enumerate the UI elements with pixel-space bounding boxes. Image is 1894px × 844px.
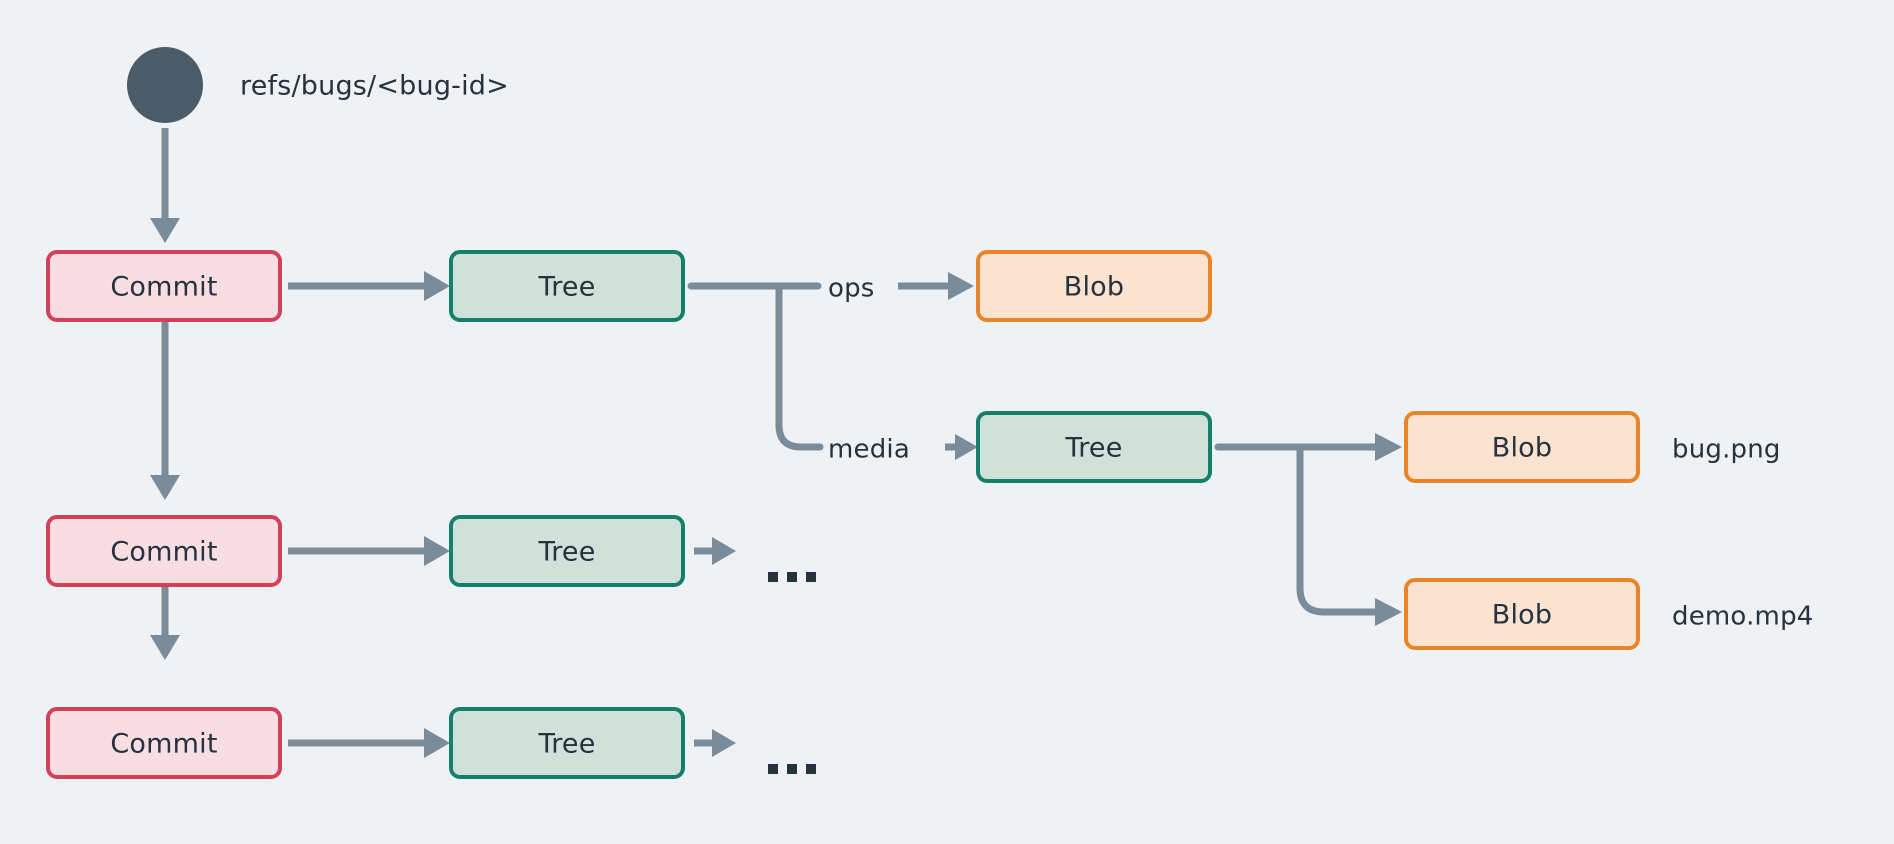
node-tree-root-1[interactable] [449,250,685,322]
arrowhead-commit2-to-commit3 [150,635,180,660]
ellipsis-row-3 [768,764,816,774]
arrowhead-treemedia-to-blob-bug [1375,433,1402,461]
ref-label: refs/bugs/<bug-id> [240,71,509,102]
node-tree-root-3[interactable] [449,707,685,779]
arrowhead-ops-to-blob [948,272,974,300]
arrowhead-commit2-to-tree2 [424,536,450,566]
arrowhead-commit3-to-tree3 [424,728,450,758]
node-tree-root-3-label: Tree [537,729,595,760]
node-blob-demo-label: Blob [1492,600,1552,631]
node-commit-2-label: Commit [110,537,217,568]
edge-treemedia-to-blob-demo [1296,443,1379,616]
ellipsis-row-2 [768,572,816,582]
node-blob-bug-label: Blob [1492,433,1552,464]
node-tree-media-label: Tree [1064,433,1122,464]
node-blob-ops[interactable] [976,250,1212,322]
file-label-bug-png: bug.png [1672,435,1781,465]
node-commit-1-label: Commit [110,272,217,303]
node-commit-3[interactable] [46,707,282,779]
arrowhead-commit1-to-tree1 [424,271,450,301]
node-tree-media[interactable] [976,411,1212,483]
node-commit-3-label: Commit [110,729,217,760]
edge-label-media: media [828,435,910,465]
node-tree-root-2-label: Tree [537,537,595,568]
arrowhead-tree2-to-ellipsis [712,537,736,565]
arrowhead-treemedia-to-blob-demo [1375,598,1402,626]
node-tree-root-1-label: Tree [537,272,595,303]
ref-dot-icon [127,47,203,123]
arrowhead-tree3-to-ellipsis [712,729,736,757]
node-commit-2[interactable] [46,515,282,587]
edge-tree1-media-branch [775,282,824,451]
node-blob-bug[interactable] [1404,411,1640,483]
arrowhead-ref-to-commit1 [150,218,180,243]
edge-label-ops: ops [828,274,875,304]
file-label-demo-mp4: demo.mp4 [1672,602,1814,632]
node-tree-root-2[interactable] [449,515,685,587]
node-commit-1[interactable] [46,250,282,322]
node-blob-demo[interactable] [1404,578,1640,650]
arrowhead-commit1-to-commit2 [150,475,180,500]
node-blob-ops-label: Blob [1064,272,1124,303]
arrowhead-media-to-tree [955,434,978,460]
